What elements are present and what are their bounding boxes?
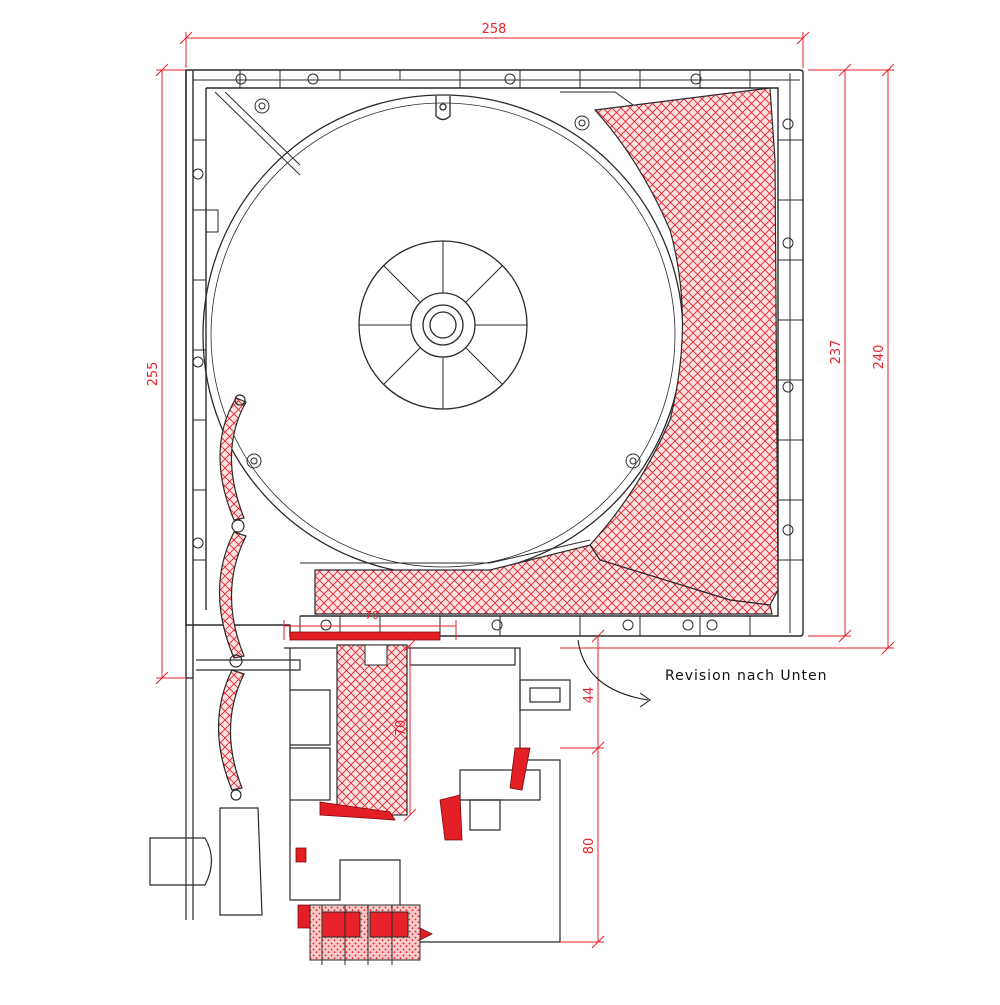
bottom-edge-line [300, 539, 591, 564]
insulation-block [589, 87, 779, 606]
dim-revision-height: 44 [582, 687, 597, 704]
dimension-labels: 258 255 237 240 70 70 44 80 [146, 22, 887, 854]
dim-glass-depth: 70 [394, 720, 409, 737]
revision-arrowhead [639, 692, 651, 708]
left-profile-chambers [192, 139, 219, 561]
glass-notch [364, 644, 388, 666]
top-profile-chambers [193, 70, 800, 88]
shutter-slats [217, 394, 247, 801]
right-profile-chambers [778, 73, 803, 633]
inner-braces [214, 91, 641, 469]
dim-height-right-outer: 240 [872, 345, 887, 370]
glass-infill [336, 644, 408, 816]
dim-opening-width: 70 [365, 609, 379, 622]
shutter-guide [149, 659, 301, 920]
dim-width-top: 258 [482, 22, 507, 37]
lower-sash [309, 904, 421, 965]
roll-drum [202, 94, 684, 576]
dim-lower-height: 80 [582, 838, 597, 855]
insulation-bottom [314, 544, 773, 615]
revision-label: Revision nach Unten [665, 668, 828, 684]
revision-annotation: Revision nach Unten [577, 639, 828, 708]
revision-arrow [577, 639, 649, 701]
dimension-lines [155, 31, 895, 949]
drum-spokes [359, 241, 527, 409]
dim-height-left: 255 [146, 362, 161, 387]
window-frame [284, 647, 571, 943]
box-outer-frame [185, 69, 804, 679]
dim-height-right-inner: 237 [829, 340, 844, 365]
